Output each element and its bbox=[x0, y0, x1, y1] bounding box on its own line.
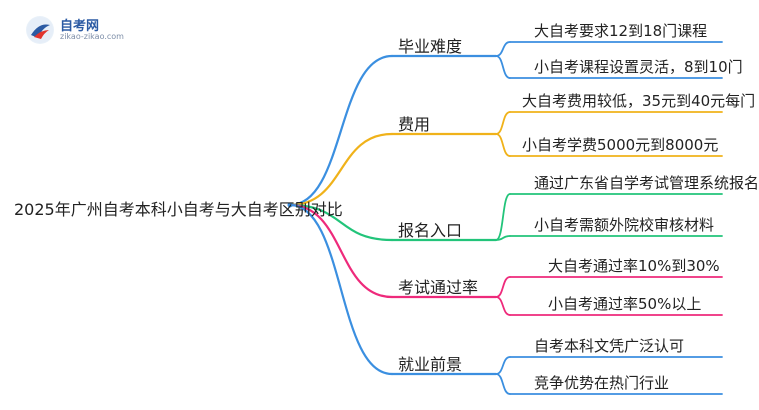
branch-connector bbox=[288, 203, 394, 376]
logo-emblem-icon bbox=[26, 16, 54, 44]
branch-connector bbox=[288, 54, 394, 207]
leaf-label: 大自考费用较低，35元到40元每门 bbox=[522, 92, 756, 110]
leaf-connector bbox=[495, 193, 511, 241]
branch-connector bbox=[288, 203, 394, 299]
root-topic: 2025年广州自考本科小自考与大自考区别对比 bbox=[14, 200, 343, 219]
leaf-connector bbox=[495, 276, 511, 298]
leaf-label: 自考本科文凭广泛认可 bbox=[534, 337, 685, 355]
branch-connector bbox=[288, 203, 394, 242]
leaf-label: 通过广东省自学考试管理系统报名 bbox=[534, 174, 759, 192]
leaf-connector bbox=[495, 55, 511, 79]
branch-label: 费用 bbox=[398, 115, 431, 134]
branch-label: 考试通过率 bbox=[398, 278, 479, 297]
leaf-connector bbox=[495, 235, 511, 241]
logo-url: zikao-zikao.com bbox=[60, 32, 124, 41]
leaf-label: 大自考通过率10%到30% bbox=[548, 257, 720, 275]
leaf-connector bbox=[495, 373, 511, 395]
leaf-label: 竞争优势在热门行业 bbox=[534, 374, 670, 392]
leaf-connector bbox=[495, 133, 511, 157]
root-anchor bbox=[287, 202, 293, 208]
leaf-label: 小自考课程设置灵活，8到10门 bbox=[534, 58, 743, 76]
leaf-label: 大自考要求12到18门课程 bbox=[534, 22, 708, 40]
leaf-label: 小自考学费5000元到8000元 bbox=[522, 136, 719, 154]
leaf-connector bbox=[495, 296, 511, 316]
branch-connector bbox=[288, 132, 394, 207]
leaf-label: 小自考通过率50%以上 bbox=[548, 295, 702, 313]
leaf-connector bbox=[495, 356, 511, 375]
leaf-connector bbox=[495, 41, 511, 57]
leaf-connector bbox=[495, 111, 511, 135]
branch-label: 就业前景 bbox=[398, 355, 463, 374]
leaf-label: 小自考需额外院校审核材料 bbox=[534, 216, 715, 234]
logo-title: 自考网 bbox=[60, 19, 100, 34]
branch-label: 毕业难度 bbox=[398, 37, 463, 56]
site-logo: 自考网 zikao-zikao.com bbox=[26, 14, 146, 48]
branch-label: 报名入口 bbox=[398, 221, 463, 240]
